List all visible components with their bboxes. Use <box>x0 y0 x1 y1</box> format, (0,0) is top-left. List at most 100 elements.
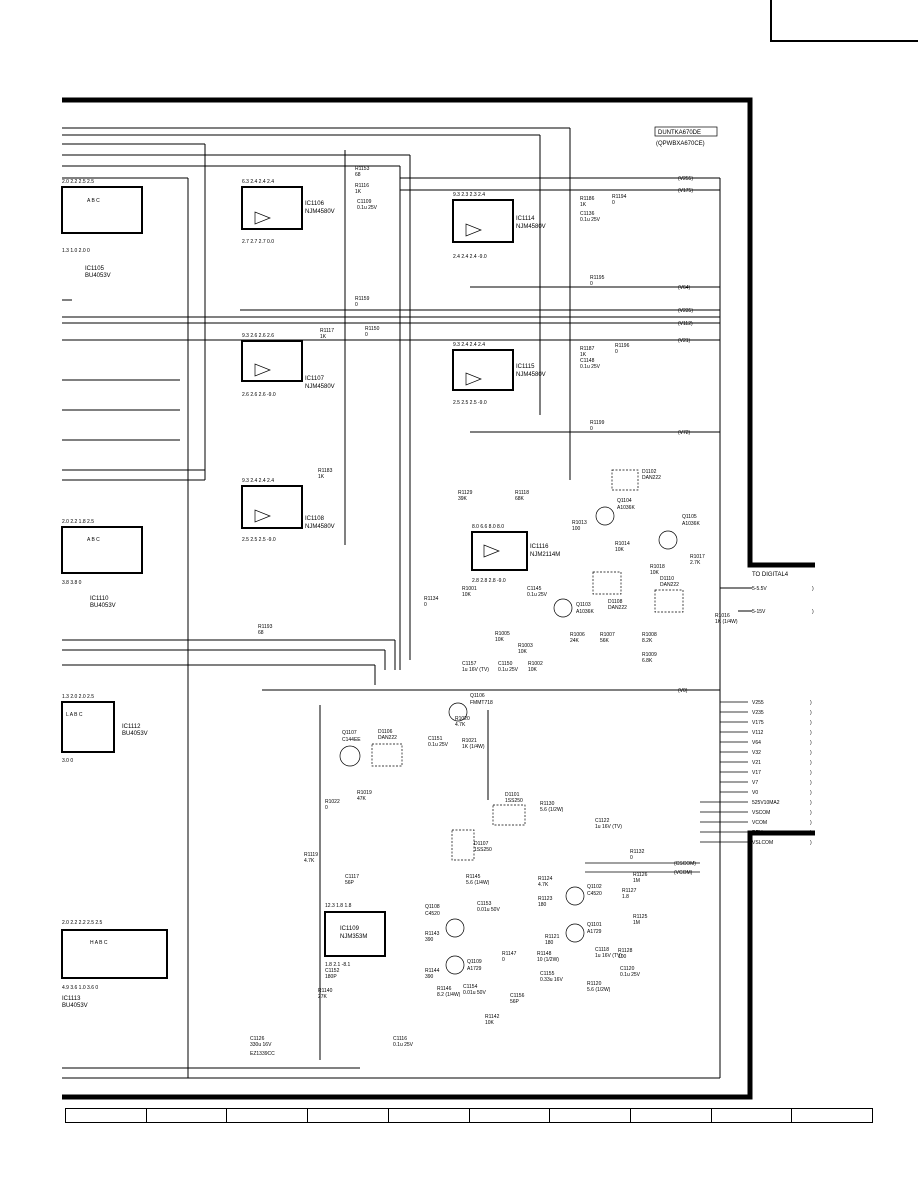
component-value: 1K <box>318 474 325 480</box>
component-ref: R1148 <box>537 951 552 957</box>
connector-pin-list: V255 V235 V175 V112 V64 V32 V21 V17 V7 V… <box>700 700 812 846</box>
component-value: 10K <box>462 592 472 598</box>
component-ref: C1136 <box>580 211 595 217</box>
bus-v21: (V21) <box>678 338 691 344</box>
svg-text:): ) <box>810 700 812 706</box>
model-number: DUNTKA670DE <box>658 130 701 136</box>
svg-text:2.5 2.5 2.5 -9.0: 2.5 2.5 2.5 -9.0 <box>453 400 487 406</box>
component-value: 10K <box>615 547 625 553</box>
component-ref: R1005 <box>495 631 510 637</box>
svg-text:2.0 2.2 2.2 2.5 2.5: 2.0 2.2 2.2 2.5 2.5 <box>62 920 103 926</box>
svg-text:2.0 2.2 1.8 2.5: 2.0 2.2 1.8 2.5 <box>62 519 94 525</box>
svg-text:): ) <box>810 820 812 826</box>
component-value: 0.1u 25V <box>428 742 449 748</box>
component-value: 10K <box>495 637 505 643</box>
component-ref: R1124 <box>538 876 553 882</box>
component-value: 0.1u 25V <box>620 972 641 978</box>
svg-text:1.3 2.0 2.0 2.5: 1.3 2.0 2.0 2.5 <box>62 694 94 700</box>
chip-ic1114: 9.3 2.3 2.3 2.4 2.4 2.4 2.4 -9.0 IC1114 … <box>452 192 546 260</box>
com-labels: (CSCOM) (VCOM) <box>585 861 700 876</box>
component-ref: R1159 <box>355 296 370 302</box>
q1105-ref: Q1105 <box>682 514 697 520</box>
pin-v235: V235 <box>752 710 764 716</box>
ic1109-ref: IC1109 <box>340 926 360 932</box>
q1105-part: A1036K <box>682 521 700 527</box>
svg-text:): ) <box>810 730 812 736</box>
svg-text:): ) <box>810 840 812 846</box>
svg-text:2.0 2.2 2.5 2.5: 2.0 2.2 2.5 2.5 <box>62 179 94 185</box>
svg-text:4.9 3.6 1.0 3.6 0: 4.9 3.6 1.0 3.6 0 <box>62 985 98 991</box>
component-value: 39K <box>458 496 468 502</box>
ic1109-part: NJM353M <box>340 934 367 940</box>
component-value: 24K <box>570 638 580 644</box>
component-value: 8.2K <box>642 638 653 644</box>
component-value: 10K <box>518 649 528 655</box>
transistor-q1107: Q1107 C144EE <box>339 730 361 767</box>
pin-vslcom: VSLCOM <box>752 840 773 846</box>
component-value: 1u 16V (TV) <box>595 824 622 830</box>
svg-text:2.4 2.4 2.4 -9.0: 2.4 2.4 2.4 -9.0 <box>453 254 487 260</box>
component-ref: R1130 <box>540 801 555 807</box>
q1101-ref: Q1101 <box>587 922 602 928</box>
svg-text:): ) <box>810 800 812 806</box>
component-ref: C1116 <box>393 1036 407 1042</box>
component-value: 1K <box>580 202 587 208</box>
transistor-q1109: Q1109 A1729 <box>445 955 482 975</box>
component-value: 0.01u 50V <box>463 990 486 996</box>
component-ref: C1156 <box>510 993 525 999</box>
pin-v17: V17 <box>752 770 761 776</box>
component-value: 0 <box>325 805 328 811</box>
svg-text:): ) <box>810 810 812 816</box>
svg-text:): ) <box>810 780 812 786</box>
title-block-corner <box>770 0 918 42</box>
transistor-q1108: Q1108 C4520 <box>425 904 465 938</box>
component-value: 1u 16V (TV) <box>462 667 489 673</box>
bus-v112: (V112) <box>678 321 693 327</box>
component-value: 0.1u 25V <box>498 667 519 673</box>
component-ref: R1183 <box>318 468 333 474</box>
grid-cell <box>227 1109 309 1122</box>
to-digital-connector: TO DIGITAL4 5-5.5V 5-15V ) ) <box>720 572 814 615</box>
transistor-q1102: Q1102 C4520 <box>565 884 602 906</box>
bottom-grid-row <box>65 1108 873 1123</box>
component-ref: C1157 <box>462 661 477 667</box>
q1104-ref: Q1104 <box>617 498 632 504</box>
component-value: 1K (1/4W) <box>462 744 485 750</box>
component-value: 390 <box>425 974 434 980</box>
grid-cell <box>470 1109 551 1122</box>
transistor-q1106: Q1106 FMMT718 <box>448 693 493 722</box>
svg-text:): ) <box>810 740 812 746</box>
d1107-part: 1SS250 <box>474 847 492 853</box>
transistor-q1105: Q1105 A1036K <box>658 514 700 550</box>
svg-text:9.3 2.4 2.4 2.4: 9.3 2.4 2.4 2.4 <box>242 478 274 484</box>
svg-text:3.0 0: 3.0 0 <box>62 758 73 764</box>
q1106-ref: Q1106 <box>470 693 485 699</box>
svg-text:8.0 6.6 8.0 8.0: 8.0 6.6 8.0 8.0 <box>472 524 504 530</box>
component-ref: R1153 <box>355 166 370 172</box>
ic1107-ref: IC1107 <box>305 376 325 382</box>
component-ref: R1127 <box>622 888 637 894</box>
component-value: 5.6 (1/2W) <box>587 987 611 993</box>
q1101-part: A1729 <box>587 929 602 935</box>
q1104-part: A1036K <box>617 505 635 511</box>
component-value: EZ1339CC <box>250 1051 275 1057</box>
pin-vscom: VSCOM <box>752 810 770 816</box>
component-ref: C1145 <box>527 586 542 592</box>
component-value: 0 <box>355 302 358 308</box>
component-value: 0.1u 25V <box>580 364 601 370</box>
to-digital-label: TO DIGITAL4 <box>752 572 789 578</box>
component-ref: R1150 <box>365 326 380 332</box>
bus-v175: (V175) <box>678 188 693 194</box>
pin-vcom: VCOM <box>752 820 767 826</box>
ic1112-ref: IC1112 <box>122 724 141 730</box>
component-value: 47K <box>357 796 367 802</box>
component-value: 0.1u 25V <box>357 205 378 211</box>
q1109-ref: Q1109 <box>467 959 482 965</box>
component-ref: R1019 <box>357 790 372 796</box>
component-ref: R1126 <box>633 872 648 878</box>
component-ref: R1146 <box>437 986 452 992</box>
grid-cell <box>792 1109 872 1122</box>
d1110-ref: D1110 <box>660 576 674 582</box>
component-ref: C1117 <box>345 874 359 880</box>
